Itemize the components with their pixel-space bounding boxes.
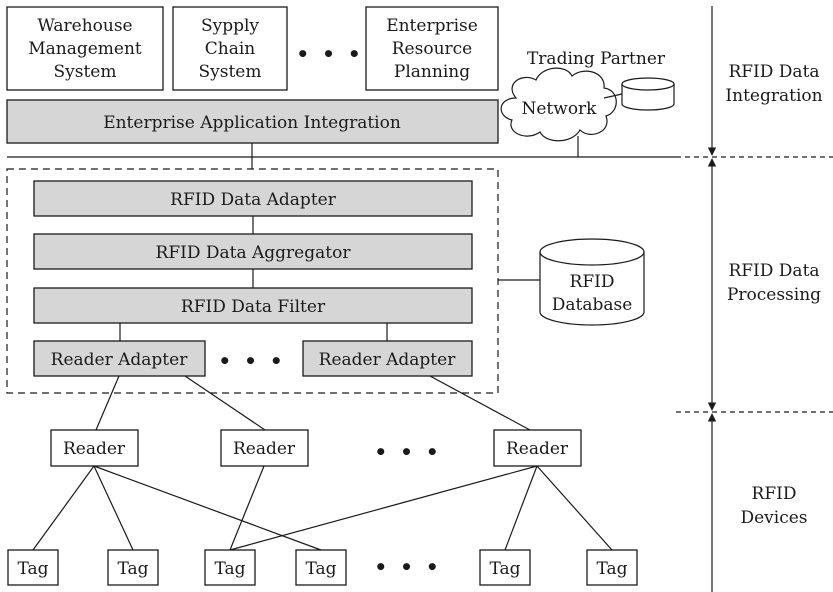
adapter-to-reader-3-line [429,375,531,431]
reader-adapter-left-box: Reader Adapter [33,340,206,377]
erp-line-2: Resource [392,39,472,59]
tag-1-box: Tag [7,549,59,586]
supply-chain-system-box: Sypply Chain System [172,6,288,91]
reader-3-label: Reader [506,439,569,459]
supply-chain-line-3: System [199,62,262,82]
tag-4-box: Tag [295,549,347,586]
rfid-data-aggregator-label: RFID Data Aggregator [156,243,352,263]
trading-partner-label: Trading Partner [527,49,666,69]
rfid-data-adapter-box: RFID Data Adapter [33,180,473,217]
reader3-tag3-line [229,465,538,551]
reader-1-box: Reader [50,429,139,467]
warehouse-management-system-box: Warehouse Management System [6,6,164,91]
tags-ellipsis: • • • [374,555,441,579]
devices-layer-label-1: RFID [752,484,797,504]
rfid-data-filter-box: RFID Data Filter [33,287,473,324]
rfid-database-cylinder: RFID Database [539,238,645,326]
reader-3-box: Reader [493,429,582,467]
rfid-data-adapter-label: RFID Data Adapter [170,190,337,210]
middleware-frame [6,168,499,394]
tag-3-box: Tag [204,549,256,586]
integration-layer-label-2: Integration [725,86,822,106]
reader-adapter-left-label: Reader Adapter [51,350,189,370]
reader3-tag5-line [504,465,538,551]
reader1-tag1-line [32,465,95,551]
integration-layer-label-1: RFID Data [728,62,819,82]
top-systems-ellipsis: • • • [296,42,363,66]
tag-6-label: Tag [596,559,627,579]
erp-box: Enterprise Resource Planning [365,6,499,91]
reader-2-label: Reader [233,439,296,459]
devices-layer-label-2: Devices [740,508,807,528]
tag-5-box: Tag [479,549,531,586]
reader-adapter-ellipsis: • • • [218,349,285,373]
adapter-to-reader-1-line [95,375,120,431]
reader-adapter-right-label: Reader Adapter [319,350,457,370]
network-label: Network [522,99,598,119]
reader1-tag4-line [93,465,322,551]
reader-1-label: Reader [63,439,126,459]
tag-2-box: Tag [107,549,159,586]
warehouse-line-3: System [54,62,117,82]
rfid-database-line-2: Database [552,295,633,315]
tag-1-label: Tag [17,559,48,579]
erp-line-3: Planning [394,62,470,82]
tag-3-label: Tag [214,559,245,579]
supply-chain-line-1: Sypply [201,16,259,36]
warehouse-line-1: Warehouse [37,16,132,36]
processing-layer-label-1: RFID Data [728,261,819,281]
processing-layer-label-2: Processing [727,285,821,305]
network-to-partner-line [603,93,623,99]
rfid-database-line-1: RFID [570,272,615,292]
readers-ellipsis: • • • [374,440,441,464]
reader-adapter-right-box: Reader Adapter [302,340,473,377]
eai-label: Enterprise Application Integration [103,113,401,133]
rfid-data-filter-label: RFID Data Filter [181,297,326,317]
tag-5-label: Tag [489,559,520,579]
reader1-tag2-line [93,465,134,551]
reader2-tag3-line [229,465,265,551]
eai-box: Enterprise Application Integration [6,99,499,144]
tag-4-label: Tag [305,559,336,579]
tag-2-label: Tag [117,559,148,579]
erp-line-1: Enterprise [386,16,478,36]
trading-partner-database-icon [621,77,675,111]
tag-6-box: Tag [586,549,638,586]
reader3-tag6-line [536,465,613,551]
warehouse-line-2: Management [28,39,142,59]
reader-2-box: Reader [220,429,309,467]
network-cloud: Network [500,67,617,142]
rfid-data-aggregator-box: RFID Data Aggregator [33,233,473,270]
adapter-to-reader-2-line [184,375,266,431]
supply-chain-line-2: Chain [205,39,256,59]
